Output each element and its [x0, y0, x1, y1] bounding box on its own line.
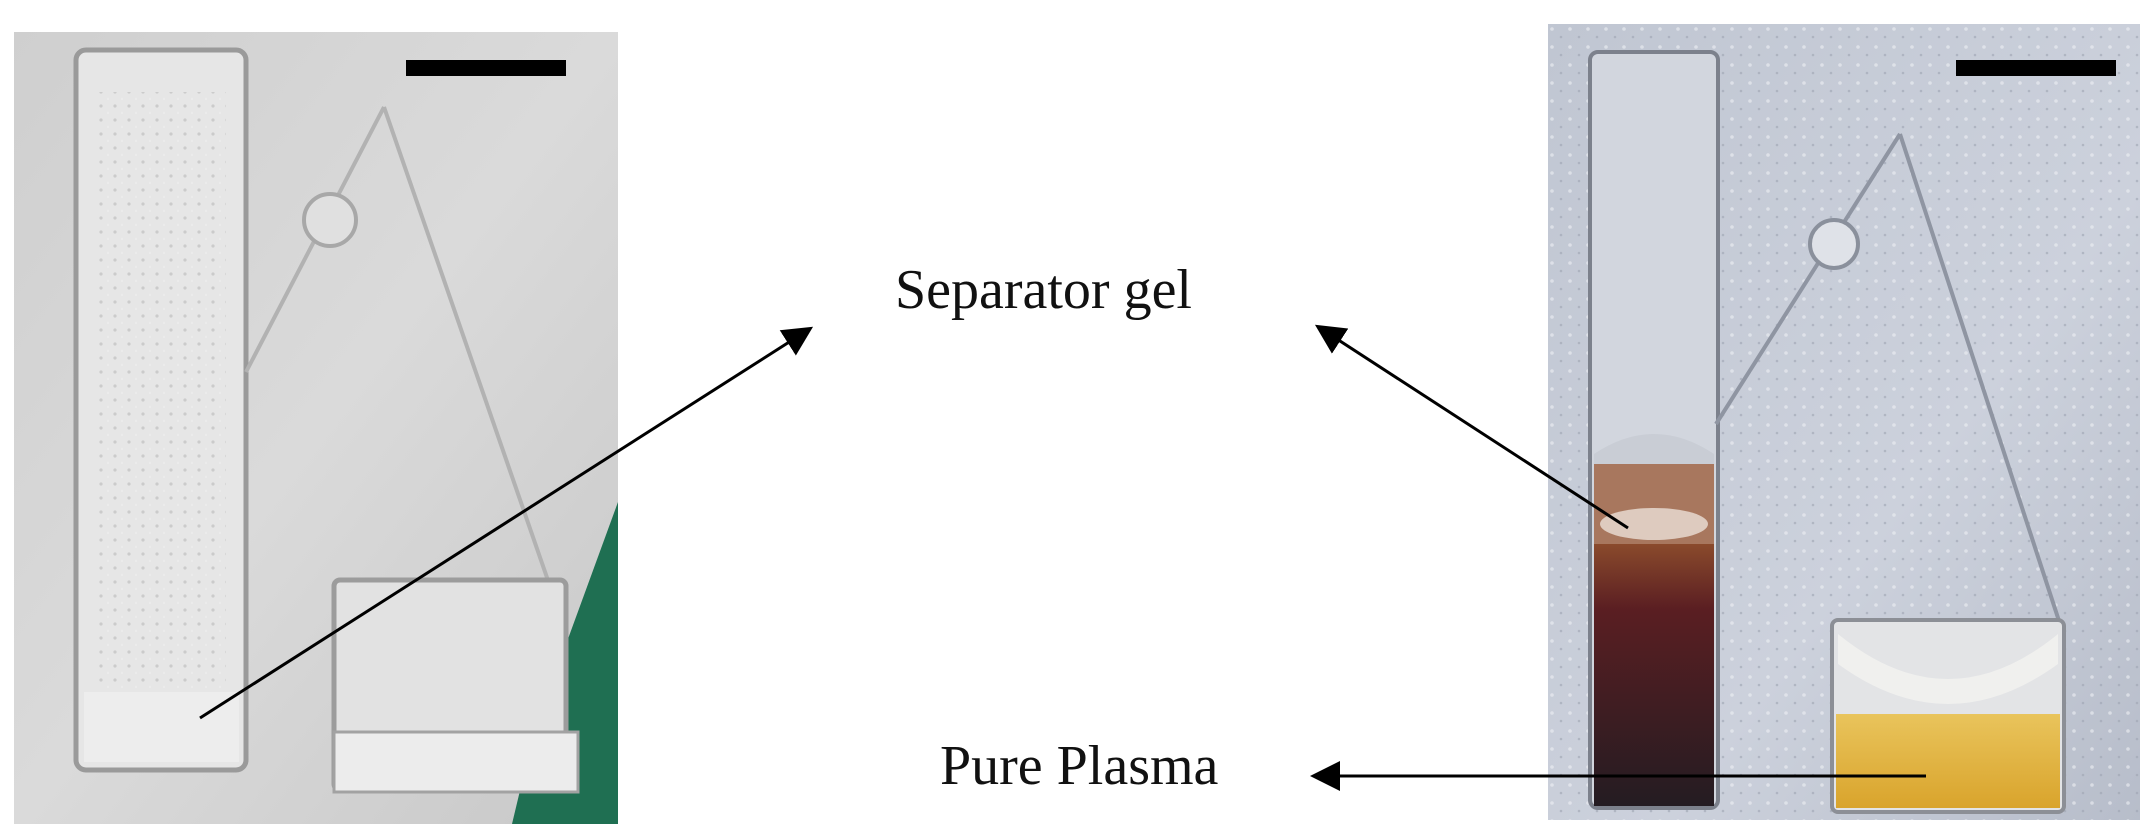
blood-device-image [1548, 24, 2140, 820]
arrow-right-to-separator [1314, 324, 1629, 530]
plasma-fluid [1836, 714, 2060, 808]
separator-gel [1600, 508, 1708, 540]
arrow-left-to-separator [199, 326, 814, 720]
chamber-ledge [332, 730, 580, 794]
channel-bulb [1808, 218, 1860, 270]
scale-bar [1956, 60, 2116, 76]
scale-bar [406, 60, 566, 76]
channel-bulb [302, 192, 358, 248]
channel-bottom [84, 692, 239, 762]
chamber-bubble [1838, 634, 2058, 704]
empty-device-image [14, 32, 618, 824]
blood-column [1594, 544, 1714, 806]
empty-device-photo [14, 32, 618, 824]
blood-device-photo [1548, 24, 2140, 820]
pure-plasma-label: Pure Plasma [940, 735, 1219, 797]
separator-gel-label: Separator gel [895, 259, 1192, 321]
microchannel [1714, 132, 2062, 625]
channel-texture [96, 92, 226, 732]
